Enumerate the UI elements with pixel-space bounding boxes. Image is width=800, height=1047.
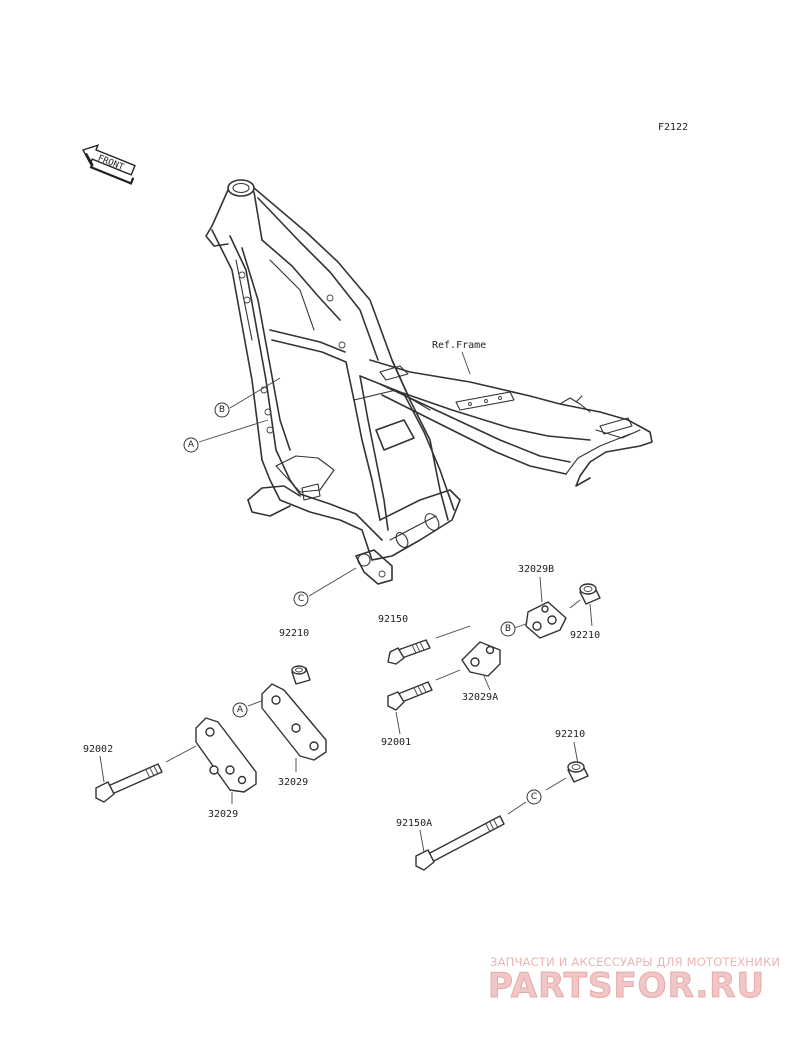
callout-b-parts-letter: B (505, 624, 511, 634)
leader-92150A (419, 829, 425, 853)
bracket-32029A (461, 641, 501, 691)
label-92001: 92001 (381, 737, 411, 748)
collar-92210-left (291, 665, 311, 685)
label-32029-left: 32029 (208, 809, 238, 820)
callout-c-frame: C (293, 567, 357, 607)
callout-b-parts: B (500, 621, 516, 637)
label-92150: 92150 (378, 614, 408, 625)
watermark-tagline: ЗАПЧАСТИ И АКСЕССУАРЫ ДЛЯ МОТОТЕХНИКИ (490, 955, 781, 969)
bolt-92002 (95, 745, 197, 803)
bolt-92001 (387, 669, 461, 735)
ref-frame-label: Ref.Frame (432, 340, 486, 351)
plate-32029-right (261, 683, 327, 772)
label-92210-low: 92210 (555, 729, 585, 740)
leader-32029B (539, 576, 543, 603)
front-arrow-icon: FRONT (81, 144, 136, 185)
callout-c-parts: C (526, 789, 542, 805)
callout-b-frame: B (214, 377, 281, 418)
leader-92210-low (573, 741, 579, 765)
motorcycle-frame (205, 179, 653, 585)
label-32029A: 32029A (462, 692, 498, 703)
label-92150A: 92150A (396, 818, 432, 829)
label-32029B: 32029B (518, 564, 554, 575)
label-32029-right: 32029 (278, 777, 308, 788)
callout-a-frame-letter: A (188, 440, 195, 450)
figure-code: F2122 (658, 122, 688, 133)
bolt-92150 (387, 625, 471, 665)
plate-32029-left (195, 717, 257, 804)
leader-92002 (99, 755, 105, 783)
collar-92210-low (545, 761, 589, 791)
callout-a-frame: A (183, 419, 269, 453)
collar-92210-right (569, 583, 601, 627)
callout-a-parts-letter: A (237, 705, 244, 715)
callout-a-parts: A (232, 699, 265, 718)
ref-frame-leader (461, 351, 471, 375)
bolt-92150A (415, 801, 527, 871)
callout-c-parts-letter: C (531, 792, 537, 802)
bracket-32029B (513, 601, 567, 639)
label-92210-top: 92210 (279, 628, 309, 639)
label-92002: 92002 (83, 744, 113, 755)
watermark-logo: PARTSFOR.RU (487, 966, 766, 1007)
callout-c-frame-letter: C (298, 594, 304, 604)
callout-b-frame-letter: B (219, 405, 225, 415)
label-92210-right: 92210 (570, 630, 600, 641)
